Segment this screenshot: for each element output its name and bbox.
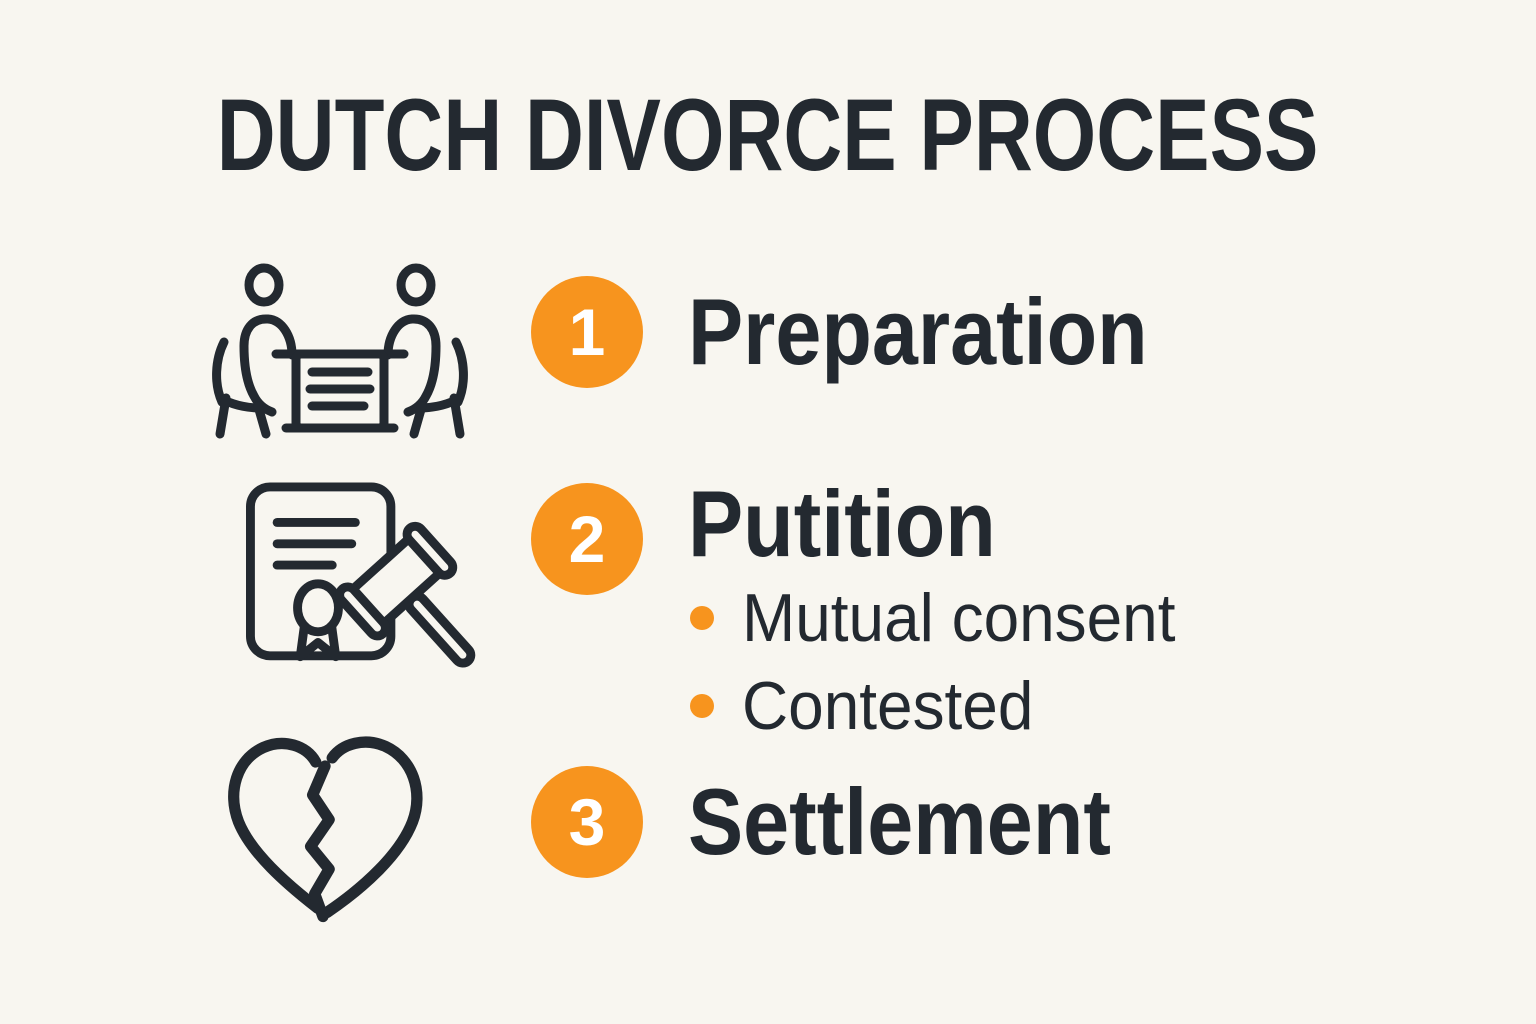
step-1-number: 1	[568, 295, 606, 369]
header: DUTCH DIVORCE PROCESS	[0, 84, 1536, 186]
step-3-number-badge: 3	[531, 766, 643, 878]
step-1-label: Preparation	[688, 279, 1148, 384]
bullet-dot-icon	[690, 606, 714, 630]
broken-heart-icon	[222, 733, 428, 929]
bullet-dot-icon	[690, 694, 714, 718]
step-2-label: Putition	[688, 471, 996, 576]
step-3-number: 3	[568, 785, 606, 859]
step-1-number-badge: 1	[531, 276, 643, 388]
bullet-item-mutual-consent: Mutual consent	[690, 584, 1203, 652]
consultation-icon	[200, 258, 480, 448]
step-3-label: Settlement	[688, 769, 1111, 874]
bullet-label: Contested	[742, 668, 1034, 744]
step-2-number: 2	[568, 502, 606, 576]
bullet-label: Mutual consent	[742, 580, 1176, 656]
bullet-item-contested: Contested	[690, 672, 1052, 740]
page-title: DUTCH DIVORCE PROCESS	[217, 78, 1319, 192]
document-gavel-icon	[238, 476, 478, 672]
step-2-number-badge: 2	[531, 483, 643, 595]
